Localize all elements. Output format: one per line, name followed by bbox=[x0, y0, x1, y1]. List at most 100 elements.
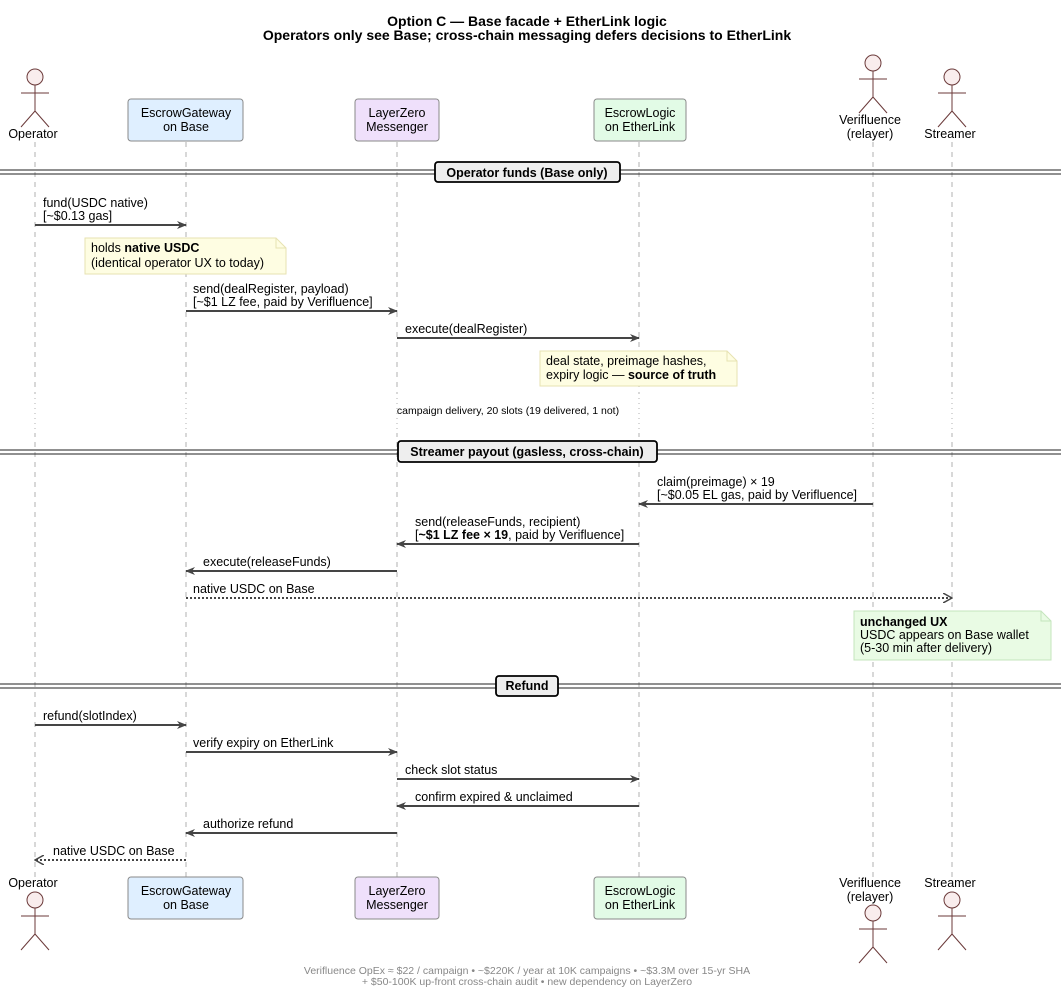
message-confirm-expired: confirm expired & unclaimed bbox=[396, 790, 639, 810]
message-check-slot: check slot status bbox=[397, 763, 640, 783]
note-unchanged-line3: (5-30 min after delivery) bbox=[860, 641, 992, 655]
section-label-payout: Streamer payout (gasless, cross-chain) bbox=[410, 445, 643, 459]
msg-fund-line1: fund(USDC native) bbox=[43, 196, 148, 210]
verifluence-head-icon bbox=[864, 54, 882, 72]
msg-native-operator: native USDC on Base bbox=[53, 844, 175, 858]
msg-execute-register: execute(dealRegister) bbox=[405, 322, 527, 336]
note-deal-line1: deal state, preimage hashes, bbox=[546, 354, 707, 368]
msg-send-release-line2: [~$1 LZ fee × 19, paid by Verifluence] bbox=[415, 528, 624, 542]
note-deal-prefix: expiry logic — bbox=[546, 368, 628, 382]
participant-logic-top: EscrowLogic on EtherLink bbox=[593, 98, 687, 142]
msg-execute-release: execute(releaseFunds) bbox=[203, 555, 331, 569]
section-streamer-payout: Streamer payout (gasless, cross-chain) bbox=[0, 440, 1061, 463]
message-claim: claim(preimage) × 19 [~$0.05 EL gas, pai… bbox=[638, 475, 873, 508]
actor-label-verifluence-line1: Verifluence bbox=[839, 113, 901, 127]
layerzero-box bbox=[354, 98, 440, 142]
note-unchanged-line2: USDC appears on Base wallet bbox=[860, 628, 1029, 642]
logic-box bbox=[593, 98, 687, 142]
layerzero-bottom-line1: LayerZero bbox=[369, 884, 426, 898]
message-verify-expiry: verify expiry on EtherLink bbox=[186, 736, 398, 756]
actor-label-verifluence-line2: (relayer) bbox=[847, 127, 894, 141]
participant-logic-bottom: EscrowLogic on EtherLink bbox=[593, 876, 687, 920]
message-execute-release: execute(releaseFunds) bbox=[185, 555, 397, 575]
diagram-subtitle: Operators only see Base; cross-chain mes… bbox=[263, 27, 792, 43]
operator-head-icon bbox=[26, 68, 44, 86]
message-send-register: send(dealRegister, payload) [~$1 LZ fee,… bbox=[186, 282, 398, 315]
note-holds-prefix: holds bbox=[91, 241, 124, 255]
msg-send-release-prefix: [ bbox=[415, 528, 419, 542]
section-label-fund: Operator funds (Base only) bbox=[446, 166, 607, 180]
msg-verify-expiry: verify expiry on EtherLink bbox=[193, 736, 334, 750]
layerzero-label-line1: LayerZero bbox=[369, 106, 426, 120]
layerzero-bottom-line2: Messenger bbox=[366, 898, 428, 912]
message-refund: refund(slotIndex) bbox=[35, 709, 187, 729]
gateway-box bbox=[127, 98, 244, 142]
section-refund: Refund bbox=[0, 675, 1061, 697]
footer-line2: + $50-100K up-front cross-chain audit • … bbox=[362, 976, 692, 988]
gateway-label-line2: on Base bbox=[163, 120, 209, 134]
participant-gateway-bottom: EscrowGateway on Base bbox=[127, 876, 244, 920]
msg-send-register-line1: send(dealRegister, payload) bbox=[193, 282, 349, 296]
logic-label-line1: EscrowLogic bbox=[605, 106, 676, 120]
msg-fund-line2: [~$0.13 gas] bbox=[43, 209, 112, 223]
streamer-head-icon-bottom bbox=[943, 891, 961, 909]
verifluence-bottom-line1: Verifluence bbox=[839, 876, 901, 890]
layerzero-label-line2: Messenger bbox=[366, 120, 428, 134]
note-deal-bold: source of truth bbox=[628, 368, 716, 382]
note-unchanged-line1: unchanged UX bbox=[860, 615, 948, 629]
actor-operator-top: Operator bbox=[8, 68, 58, 141]
gateway-box-bottom bbox=[127, 876, 244, 920]
logic-bottom-line1: EscrowLogic bbox=[605, 884, 676, 898]
message-authorize-refund: authorize refund bbox=[185, 817, 397, 837]
footer-line1: Verifluence OpEx ≈ $22 / campaign • ~$22… bbox=[304, 965, 750, 977]
actor-label-streamer: Streamer bbox=[924, 127, 975, 141]
message-execute-register: execute(dealRegister) bbox=[397, 322, 640, 342]
note-deal-state: deal state, preimage hashes, expiry logi… bbox=[539, 350, 738, 387]
note-unchanged-ux: unchanged UX USDC appears on Base wallet… bbox=[853, 610, 1052, 661]
actor-streamer-top: Streamer bbox=[924, 68, 976, 141]
actor-streamer-bottom: Streamer bbox=[924, 876, 976, 951]
msg-confirm-expired: confirm expired & unclaimed bbox=[415, 790, 573, 804]
streamer-head-icon bbox=[943, 68, 961, 86]
msg-check-slot: check slot status bbox=[405, 763, 497, 777]
note-holds-line1: holds native USDC bbox=[91, 241, 199, 255]
gateway-bottom-line2: on Base bbox=[163, 898, 209, 912]
message-native-streamer: native USDC on Base bbox=[186, 582, 952, 598]
msg-authorize-refund: authorize refund bbox=[203, 817, 293, 831]
layerzero-box-bottom bbox=[354, 876, 440, 920]
operator-head-icon-bottom bbox=[26, 891, 44, 909]
msg-native-streamer: native USDC on Base bbox=[193, 582, 315, 596]
section-operator-funds: Operator funds (Base only) bbox=[0, 161, 1061, 183]
actor-verifluence-bottom: Verifluence (relayer) bbox=[839, 876, 901, 964]
message-fund: fund(USDC native) [~$0.13 gas] bbox=[35, 196, 187, 229]
verifluence-bottom-line2: (relayer) bbox=[847, 890, 894, 904]
actor-verifluence-top: Verifluence (relayer) bbox=[839, 54, 901, 141]
verifluence-head-icon-bottom bbox=[864, 904, 882, 922]
actor-operator-bottom: Operator bbox=[8, 876, 58, 951]
msg-send-release-line1: send(releaseFunds, recipient) bbox=[415, 515, 580, 529]
diagram-title: Option C — Base facade + EtherLink logic bbox=[387, 13, 667, 29]
msg-send-register-line2: [~$1 LZ fee, paid by Verifluence] bbox=[193, 295, 373, 309]
note-holds-bold: native USDC bbox=[124, 241, 199, 255]
streamer-bottom-label: Streamer bbox=[924, 876, 975, 890]
message-native-operator: native USDC on Base bbox=[35, 844, 186, 860]
delay-campaign-delivery: campaign delivery, 20 slots (19 delivere… bbox=[0, 393, 1061, 433]
logic-bottom-line2: on EtherLink bbox=[605, 898, 676, 912]
gateway-label-line1: EscrowGateway bbox=[141, 106, 232, 120]
msg-send-release-bold: ~$1 LZ fee × 19 bbox=[418, 528, 508, 542]
msg-claim-line1: claim(preimage) × 19 bbox=[657, 475, 775, 489]
actor-label-operator-bottom: Operator bbox=[8, 876, 57, 890]
msg-send-release-suffix: , paid by Verifluence] bbox=[508, 528, 624, 542]
note-deal-line2: expiry logic — source of truth bbox=[546, 368, 716, 382]
section-label-refund: Refund bbox=[505, 679, 548, 693]
participant-gateway-top: EscrowGateway on Base bbox=[127, 98, 244, 142]
message-send-release: send(releaseFunds, recipient) [~$1 LZ fe… bbox=[396, 515, 639, 548]
note-holds-native-usdc: holds native USDC (identical operator UX… bbox=[84, 237, 287, 275]
participant-layerzero-bottom: LayerZero Messenger bbox=[354, 876, 440, 920]
footer: Verifluence OpEx ≈ $22 / campaign • ~$22… bbox=[304, 965, 750, 988]
msg-claim-line2: [~$0.05 EL gas, paid by Verifluence] bbox=[657, 488, 857, 502]
delay-label: campaign delivery, 20 slots (19 delivere… bbox=[397, 405, 619, 417]
msg-refund: refund(slotIndex) bbox=[43, 709, 137, 723]
note-holds-line2: (identical operator UX to today) bbox=[91, 256, 264, 270]
